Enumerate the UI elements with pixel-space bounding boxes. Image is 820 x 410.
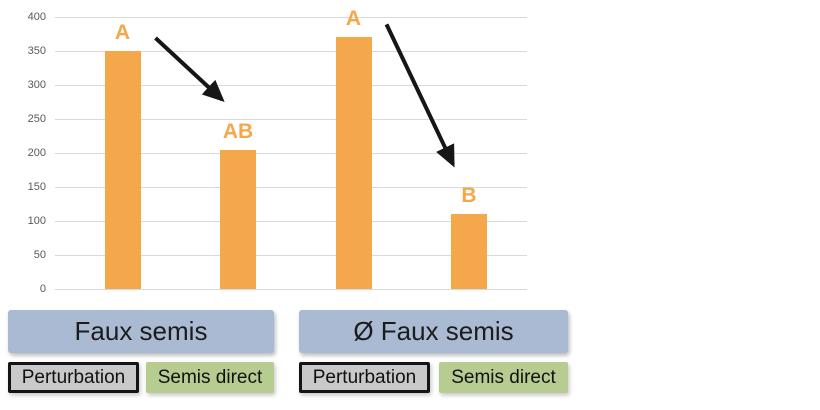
- gridline: [55, 187, 527, 188]
- bar-stat-label-2: A: [345, 7, 362, 31]
- treatments-row: Perturbation Semis direct: [299, 362, 568, 393]
- treatment-perturbation: Perturbation: [299, 362, 430, 393]
- gridline: [55, 119, 527, 120]
- y-axis-tick-label: 250: [27, 113, 46, 125]
- bar-stat-label-1: AB: [222, 119, 254, 143]
- gridline: [55, 221, 527, 222]
- group-no-faux-semis: Ø Faux semis Perturbation Semis direct: [299, 310, 568, 393]
- group-faux-semis: Faux semis Perturbation Semis direct: [8, 310, 274, 393]
- y-axis-tick-label: 400: [27, 11, 46, 23]
- bar-0: [104, 51, 141, 289]
- bar-stat-label-0: A: [114, 21, 131, 44]
- y-axis-tick-label: 150: [27, 181, 46, 193]
- group-header-no-faux-semis: Ø Faux semis: [299, 310, 568, 353]
- treatment-semis-direct: Semis direct: [439, 362, 568, 393]
- gridline: [55, 51, 527, 52]
- gridline: [55, 255, 527, 256]
- y-axis-tick-label: 0: [39, 283, 46, 295]
- treatment-perturbation: Perturbation: [8, 362, 139, 393]
- bar-1: [220, 149, 256, 289]
- treatment-semis-direct: Semis direct: [146, 362, 274, 393]
- treatments-row: Perturbation Semis direct: [8, 362, 274, 393]
- bar-stat-label-3: B: [461, 184, 477, 208]
- y-axis-tick-label: 300: [27, 79, 46, 91]
- group-header-faux-semis: Faux semis: [8, 310, 274, 353]
- y-axis-tick-label: 50: [33, 249, 46, 261]
- gridline: [55, 153, 527, 154]
- bar-2: [335, 37, 372, 289]
- y-axis-tick-label: 200: [27, 147, 46, 159]
- gridline: [55, 85, 527, 86]
- y-axis-tick-label: 350: [27, 45, 46, 57]
- gridline: [55, 289, 527, 290]
- y-axis-tick-label: 100: [27, 215, 46, 227]
- bar-3: [451, 214, 487, 289]
- gridline: [55, 17, 527, 18]
